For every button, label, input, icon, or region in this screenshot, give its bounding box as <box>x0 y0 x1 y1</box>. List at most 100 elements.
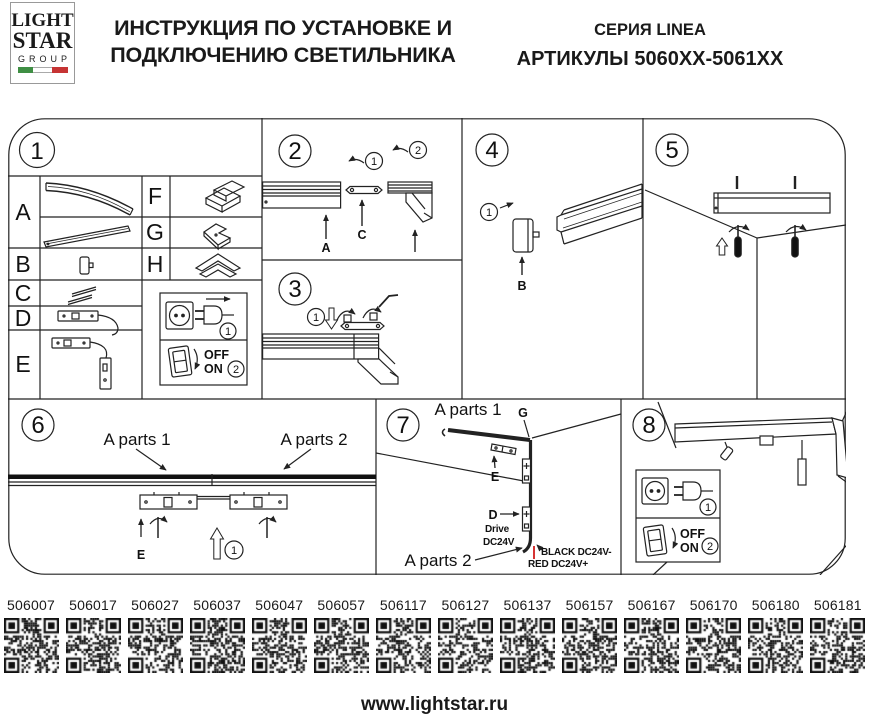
part-g-corner-connector-drawing <box>203 223 232 251</box>
part-label-b: B <box>15 251 30 277</box>
part-e-driver-connector-drawing <box>51 337 112 390</box>
part-label-d: D <box>15 305 32 331</box>
qr-item: 506007 <box>1 597 61 673</box>
track-profile-drawing <box>556 183 643 245</box>
panel-8-step: 8 <box>632 401 846 575</box>
series-articles: АРТИКУЛЫ 5060XX-5061XX <box>516 48 784 70</box>
pointer-label-c: C <box>357 228 366 242</box>
substep-1: 1 <box>313 312 319 324</box>
switch-icon <box>642 524 668 557</box>
part-b-end-cap-drawing <box>79 256 94 275</box>
substep-1: 1 <box>231 545 237 557</box>
series-info: СЕРИЯ LINEA АРТИКУЛЫ 5060XX-5061XX <box>500 21 800 71</box>
substep-2: 2 <box>415 145 421 157</box>
logo-group-text: GROUP <box>17 54 71 65</box>
step-number-5: 5 <box>665 137 678 164</box>
panel-4-step: 4 1 B <box>475 133 643 293</box>
substep-1: 1 <box>371 156 377 168</box>
panel-2-step: 2 1 2 <box>262 134 433 255</box>
qr-code <box>3 618 59 673</box>
qr-article-number: 506127 <box>441 597 490 613</box>
power-connection-box: 1 OFF ON 2 <box>159 292 248 386</box>
connector-locking-drawing <box>336 294 399 331</box>
qr-article-number: 506181 <box>813 597 862 613</box>
qr-code <box>686 618 742 673</box>
qr-article-number: 506167 <box>627 597 676 613</box>
qr-item: 506057 <box>311 597 371 673</box>
part-d-driver-drawing <box>57 310 119 336</box>
part-c-pins-drawing <box>67 286 97 306</box>
step-number-8: 8 <box>642 412 655 439</box>
plug-icon <box>195 305 234 325</box>
qr-code <box>251 618 307 673</box>
part-h-corner-profile-drawing <box>194 253 242 278</box>
logo-light-text: LIGHT <box>11 10 74 31</box>
step-number-7: 7 <box>396 412 409 439</box>
on-label: ON <box>680 541 699 555</box>
qr-item: 506180 <box>746 597 806 673</box>
switch-step-number: 2 <box>707 541 713 553</box>
plug-step-number: 1 <box>225 326 231 338</box>
a-parts-2-label: A parts 2 <box>404 551 471 570</box>
title-line-1: ИНСТРУКЦИЯ ПО УСТАНОВКЕ И <box>114 16 452 40</box>
outlet-icon <box>165 301 194 330</box>
panel-6-step: 6 A parts 1 A parts 2 <box>8 408 376 562</box>
part-a-curved-track-drawing <box>45 182 134 216</box>
dc24v-label: DC24V <box>483 537 515 548</box>
part-label-g: G <box>146 219 164 245</box>
qr-item: 506117 <box>373 597 433 673</box>
switch-step-number: 2 <box>233 364 239 376</box>
qr-item: 506037 <box>187 597 247 673</box>
a-parts-1-label: A parts 1 <box>103 430 170 449</box>
qr-article-number: 506180 <box>751 597 800 613</box>
qr-item: 506181 <box>808 597 868 673</box>
instruction-diagram: 1 A B C D E F G H <box>8 118 846 575</box>
qr-item: 506027 <box>125 597 185 673</box>
page-title: ИНСТРУКЦИЯ ПО УСТАНОВКЕ И ПОДКЛЮЧЕНИЮ СВ… <box>100 15 466 69</box>
end-cap-b-drawing <box>512 218 540 253</box>
qr-article-number: 506027 <box>131 597 180 613</box>
qr-item: 506157 <box>560 597 620 673</box>
qr-code <box>562 618 618 673</box>
red-wire-label: RED DC24V+ <box>528 559 588 570</box>
qr-code <box>810 618 866 673</box>
drive-label: Drive <box>485 524 510 535</box>
a-parts-2-label: A parts 2 <box>280 430 347 449</box>
substep-1: 1 <box>486 207 492 219</box>
qr-code <box>500 618 555 673</box>
part-label-e: E <box>15 351 30 377</box>
off-label: OFF <box>204 348 229 362</box>
qr-code <box>437 618 493 673</box>
step-number-4: 4 <box>485 137 498 164</box>
part-a-straight-track-drawing <box>43 225 131 248</box>
qr-article-number: 506017 <box>69 597 118 613</box>
qr-item: 506017 <box>63 597 123 673</box>
qr-item: 506047 <box>249 597 309 673</box>
switch-icon <box>167 345 193 378</box>
outlet-icon <box>641 477 669 505</box>
panel-5-step: 5 <box>644 133 846 399</box>
qr-item: 506167 <box>622 597 682 673</box>
qr-code <box>748 618 804 673</box>
a-parts-1-label: A parts 1 <box>434 400 501 419</box>
lightstar-logo: LIGHT STAR GROUP <box>10 2 75 84</box>
pointer-label-e: E <box>137 548 145 562</box>
black-wire-label: BLACK DC24V- <box>541 547 611 558</box>
plug-step-number: 1 <box>705 502 711 514</box>
wall-corner-drawing <box>375 413 622 554</box>
qr-article-number: 506037 <box>193 597 242 613</box>
qr-code <box>624 618 680 673</box>
qr-article-number: 506047 <box>255 597 304 613</box>
qr-article-number: 506170 <box>689 597 738 613</box>
room-installation-drawing <box>652 401 846 575</box>
diagram-grid <box>8 118 846 575</box>
italian-flag <box>17 67 68 74</box>
pointer-label-d: D <box>488 508 497 522</box>
pointer-label-a: A <box>321 241 330 255</box>
track-joint-drawing <box>8 474 376 510</box>
qr-article-number: 506007 <box>7 597 55 613</box>
step-number-1: 1 <box>30 138 43 165</box>
qr-item: 506127 <box>435 597 495 673</box>
